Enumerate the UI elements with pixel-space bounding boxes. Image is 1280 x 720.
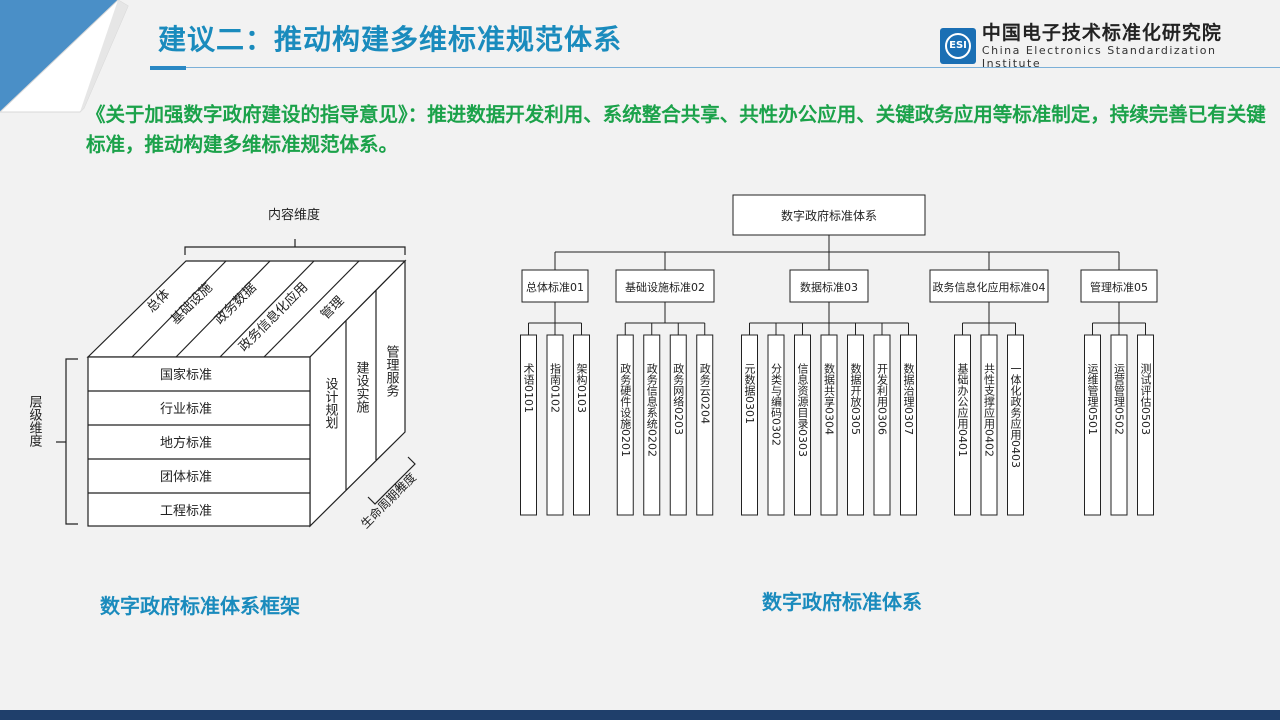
- tree-caption: 数字政府标准体系: [762, 590, 922, 614]
- tree-group-label: 管理标准05: [1090, 280, 1148, 294]
- tree-leaf-box: [741, 334, 758, 516]
- tree-leaf-box: [1137, 334, 1154, 516]
- tree-leaf-label: 共性支撑应用0402: [983, 363, 996, 457]
- title-accent: [150, 66, 186, 70]
- page-title: 建议二：推动构建多维标准规范体系: [158, 23, 623, 56]
- tree-leaf-box: [669, 334, 687, 516]
- level-3: 地方标准: [160, 435, 212, 451]
- tree-root-label: 数字政府标准体系: [781, 208, 877, 223]
- tree-group-box: [789, 269, 869, 303]
- tree-leaf-box: [1110, 334, 1128, 516]
- tree-group-label: 政务信息化应用标准04: [933, 280, 1046, 294]
- tree-leaf-label: 运维管理0501: [1086, 363, 1099, 435]
- esi-logo-icon: ESI: [940, 28, 976, 64]
- footer-bar: [0, 710, 1280, 720]
- institute-logo: ESI 中国电子技术标准化研究院 China Electronics Stand…: [940, 22, 1280, 70]
- tree-leaf-label: 政务云0204: [698, 362, 711, 424]
- level-2: 行业标准: [160, 402, 212, 417]
- tree-leaf-box: [900, 334, 917, 516]
- level-5: 工程标准: [160, 504, 212, 519]
- tree-leaf-box: [546, 334, 564, 516]
- framework-caption: 数字政府标准体系框架: [100, 594, 300, 618]
- tree-leaf-label: 数据开放0305: [849, 363, 862, 435]
- tree-leaf-box: [820, 334, 838, 516]
- tree-leaf-label: 基础办公应用0401: [956, 363, 969, 457]
- tree-leaf-box: [696, 334, 714, 516]
- tree-leaf-label: 分类与编码0302: [770, 363, 783, 446]
- tree-group-label: 总体标准01: [526, 280, 584, 294]
- tree-leaf-label: 一体化政务应用0403: [1009, 363, 1022, 468]
- level-4: 团体标准: [160, 470, 212, 485]
- tree-leaf-label: 开发利用0306: [876, 363, 889, 435]
- level-1: 国家标准: [160, 367, 212, 383]
- tree-leaf-box: [873, 334, 891, 516]
- tree-leaf-box: [1084, 334, 1101, 516]
- side-item-2: 建设实施: [354, 361, 370, 413]
- lifecycle-dimension-label: 生命周期维度: [358, 470, 420, 532]
- tree-leaf-box: [520, 334, 537, 516]
- tree-leaf-label: 政务网络0203: [672, 362, 685, 435]
- content-dimension-label: 内容维度: [268, 207, 320, 223]
- tree-leaf-box: [794, 334, 811, 516]
- tree-leaf-label: 数据共享0304: [823, 363, 836, 435]
- tree-leaf-box: [847, 334, 864, 516]
- logo-name-cn: 中国电子技术标准化研究院: [981, 22, 1222, 44]
- tree-group-box: [615, 269, 715, 303]
- tree-leaf-box: [643, 334, 661, 516]
- tree-leaf-box: [954, 334, 971, 516]
- corner-decoration: [0, 0, 129, 113]
- tree-group-box: [1080, 269, 1158, 303]
- tree-leaf-label: 数据治理0307: [902, 363, 915, 435]
- logo-mark-text: ESI: [945, 33, 971, 59]
- tree-leaf-box: [1007, 334, 1024, 516]
- tree-leaf-label: 术语0101: [522, 363, 535, 413]
- tree-leaf-label: 测试评估0503: [1139, 363, 1152, 435]
- tree-leaf-box: [573, 334, 590, 516]
- side-item-1: 设计规划: [323, 377, 339, 429]
- tree-leaf-label: 政务信息系统0202: [645, 362, 658, 457]
- tree-leaf-label: 运营管理0502: [1113, 363, 1126, 435]
- framework-cube-diagram: 内容维度 层级维度 总体 基础设施 政务数据 政务信息化应用 管理 国家标准 行…: [27, 207, 420, 532]
- header-divider: [150, 67, 1280, 68]
- logo-name-en: China Electronics Standardization Instit…: [981, 44, 1217, 70]
- tree-leaf-label: 架构0103: [575, 363, 588, 413]
- level-dimension-label: 层级维度: [27, 395, 43, 447]
- tree-leaf-label: 指南0102: [549, 362, 562, 413]
- tree-leaf-label: 政务硬件设施0201: [619, 362, 632, 457]
- tree-leaf-box: [980, 334, 998, 516]
- tree-group-label: 数据标准03: [800, 280, 858, 294]
- intro-text: 《关于加强数字政府建设的指导意见》：推进数据开发利用、系统整合共享、共性办公应用…: [86, 103, 1266, 156]
- tree-leaf-box: [616, 334, 634, 516]
- tree-group-label: 基础设施标准02: [625, 280, 705, 294]
- tree-leaf-label: 元数据0301: [743, 363, 756, 424]
- side-item-3: 管理服务: [384, 345, 400, 397]
- tree-leaf-box: [767, 334, 785, 516]
- tree-leaf-label: 信息资源目录0303: [796, 363, 809, 457]
